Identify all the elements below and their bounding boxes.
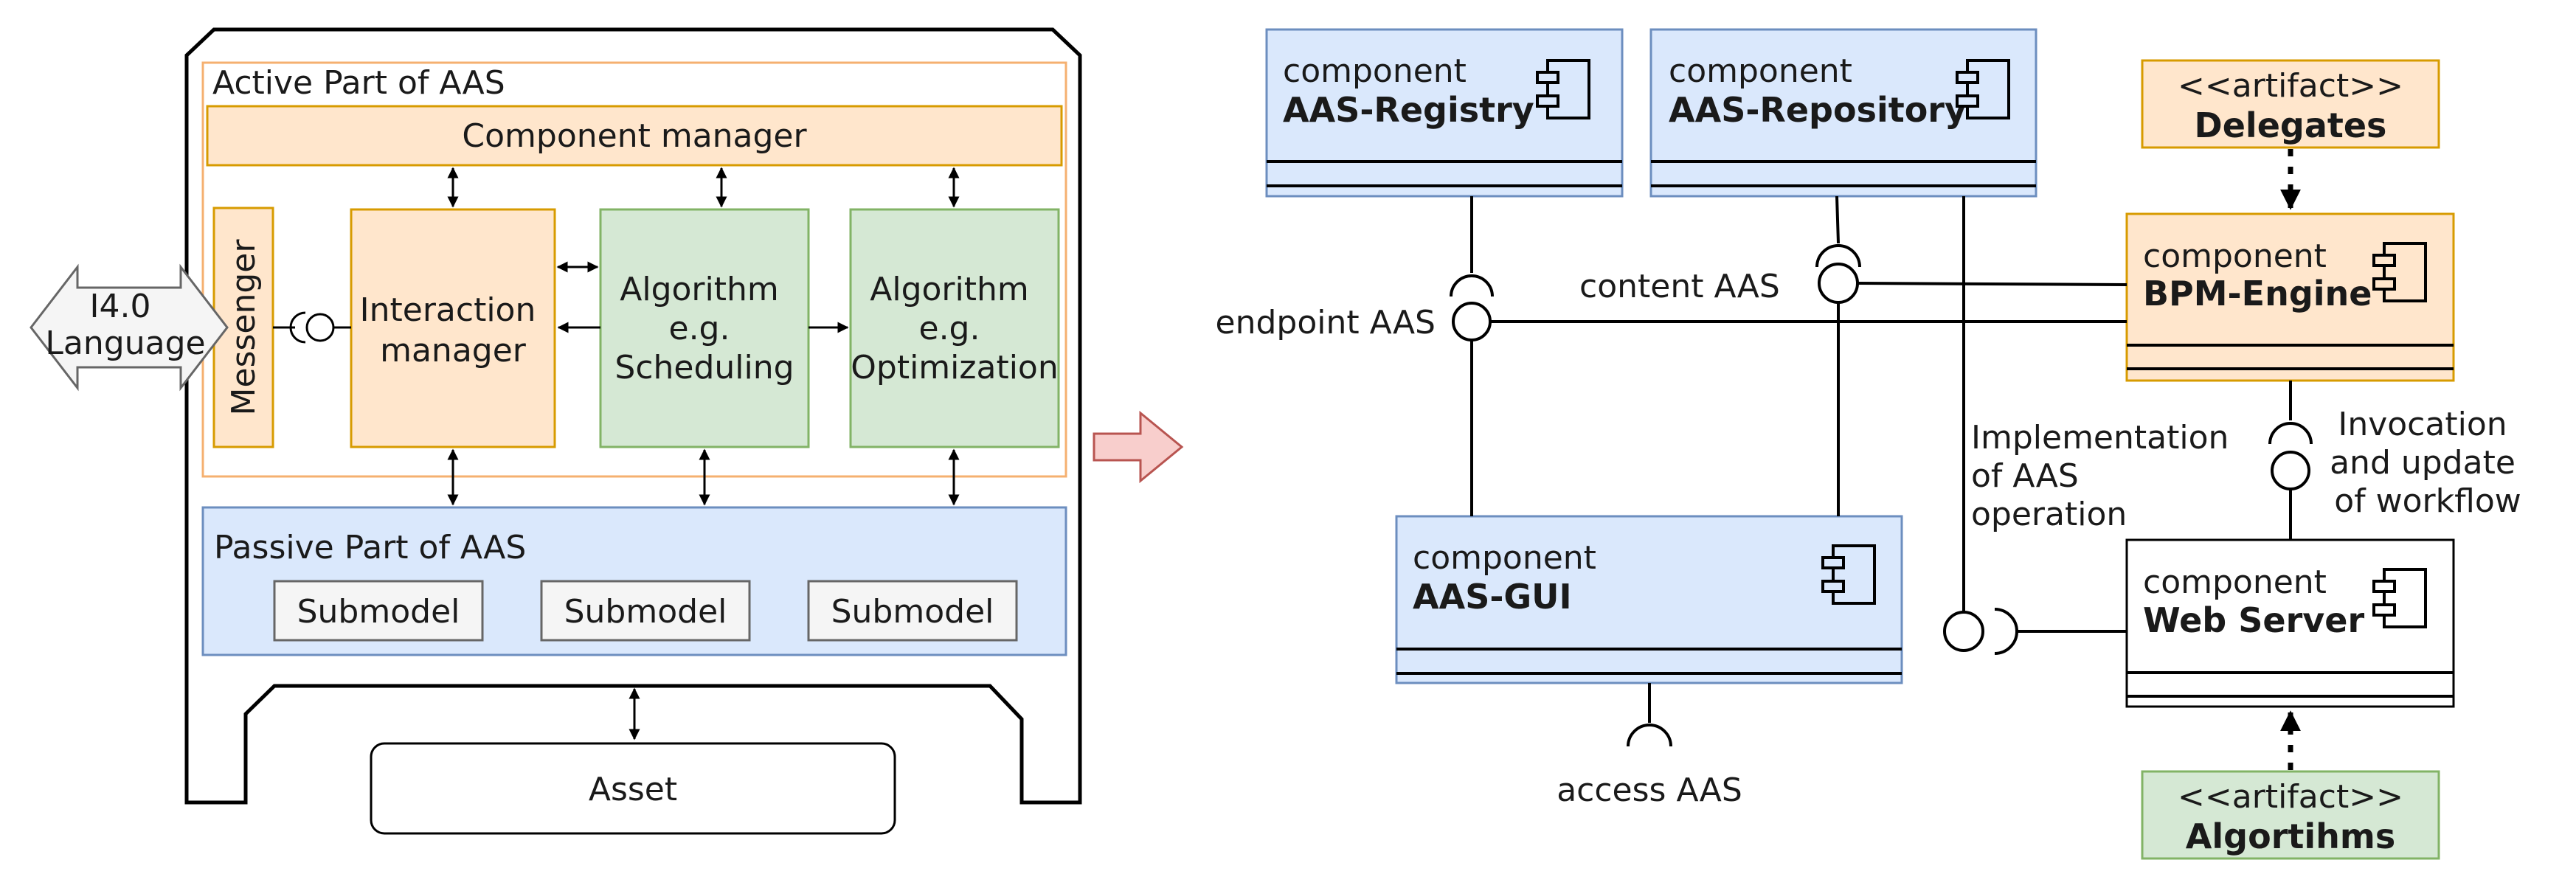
algorithms-name: Algortihms bbox=[2186, 816, 2395, 856]
bpm-name: BPM-Engine bbox=[2143, 274, 2372, 313]
bpm-stereotype: component bbox=[2143, 237, 2327, 275]
web-server-name: Web Server bbox=[2143, 600, 2364, 640]
gui-name: AAS-GUI bbox=[1413, 577, 1572, 617]
implementation-interface bbox=[1943, 196, 2127, 655]
access-aas-label: access AAS bbox=[1557, 771, 1742, 809]
asset-box bbox=[370, 742, 896, 835]
registry-stereotype: component bbox=[1283, 52, 1467, 90]
algorithm-optimization-label: Algorithm e.g. Optimization bbox=[851, 271, 1058, 386]
endpoint-aas-interface bbox=[1450, 196, 2127, 516]
component-manager-label: Component manager bbox=[462, 117, 807, 155]
access-aas-interface bbox=[1627, 683, 1672, 747]
algorithms-stereotype: <<artifact>> bbox=[2178, 778, 2403, 816]
delegates-name: Delegates bbox=[2195, 105, 2387, 145]
content-aas-label: content AAS bbox=[1579, 268, 1780, 305]
delegates-stereotype: <<artifact>> bbox=[2178, 67, 2403, 105]
submodel-box-2 bbox=[540, 580, 751, 642]
submodel-box-3 bbox=[807, 580, 1018, 642]
aas-structure: Active Part of AAS Component manager Mes… bbox=[30, 27, 1082, 835]
submodel-label-2: Submodel bbox=[564, 593, 727, 631]
implementation-label: Implementation of AAS operation bbox=[1971, 419, 2239, 533]
algorithms-artifact: <<artifact>> Algortihms bbox=[2141, 770, 2440, 860]
component-diagram: component AAS-Registry component AAS-Rep… bbox=[1216, 28, 2526, 860]
delegates-artifact: <<artifact>> Delegates bbox=[2141, 59, 2440, 149]
algorithm-scheduling-label: Algorithm e.g. Scheduling bbox=[614, 271, 794, 386]
messenger-interface bbox=[273, 311, 351, 344]
component-icon bbox=[1821, 544, 1876, 605]
algorithm-scheduling-box bbox=[599, 208, 810, 448]
i40-language-label: I4.0 Language bbox=[45, 288, 205, 362]
interaction-manager-box bbox=[350, 208, 556, 448]
component-icon bbox=[2372, 568, 2427, 628]
active-part-title: Active Part of AAS bbox=[212, 64, 505, 102]
invocation-interface bbox=[2268, 381, 2313, 540]
repository-name: AAS-Repository bbox=[1669, 90, 1967, 130]
transition-arrow bbox=[1093, 410, 1184, 484]
web-server-component: component Web Server bbox=[2125, 538, 2455, 708]
gui-stereotype: component bbox=[1413, 539, 1596, 577]
component-icon bbox=[1956, 59, 2010, 119]
component-manager-box bbox=[206, 105, 1063, 167]
i40-language-arrow bbox=[30, 263, 229, 392]
aas-registry-component: component AAS-Registry bbox=[1265, 28, 1624, 198]
endpoint-aas-label: endpoint AAS bbox=[1216, 304, 1436, 341]
repository-stereotype: component bbox=[1669, 52, 1852, 90]
messenger-label: Messenger bbox=[225, 239, 263, 416]
aas-repository-component: component AAS-Repository bbox=[1649, 28, 2037, 198]
content-aas-interface bbox=[1815, 195, 2127, 516]
bpm-engine-component: component BPM-Engine bbox=[2125, 212, 2455, 382]
algorithm-optimization-box bbox=[849, 208, 1060, 448]
passive-part-title: Passive Part of AAS bbox=[214, 529, 526, 566]
component-icon bbox=[2372, 242, 2427, 302]
invocation-label: Invocation and update of workflow bbox=[2330, 406, 2526, 520]
submodel-box-1 bbox=[273, 580, 484, 642]
submodel-label-1: Submodel bbox=[297, 593, 460, 631]
asset-label: Asset bbox=[589, 771, 677, 808]
submodel-label-3: Submodel bbox=[831, 593, 994, 631]
component-icon bbox=[1536, 59, 1590, 119]
aas-gui-component: component AAS-GUI bbox=[1395, 515, 1903, 684]
registry-name: AAS-Registry bbox=[1283, 90, 1534, 130]
web-server-stereotype: component bbox=[2143, 563, 2327, 601]
interaction-manager-label: Interaction manager bbox=[360, 291, 547, 370]
